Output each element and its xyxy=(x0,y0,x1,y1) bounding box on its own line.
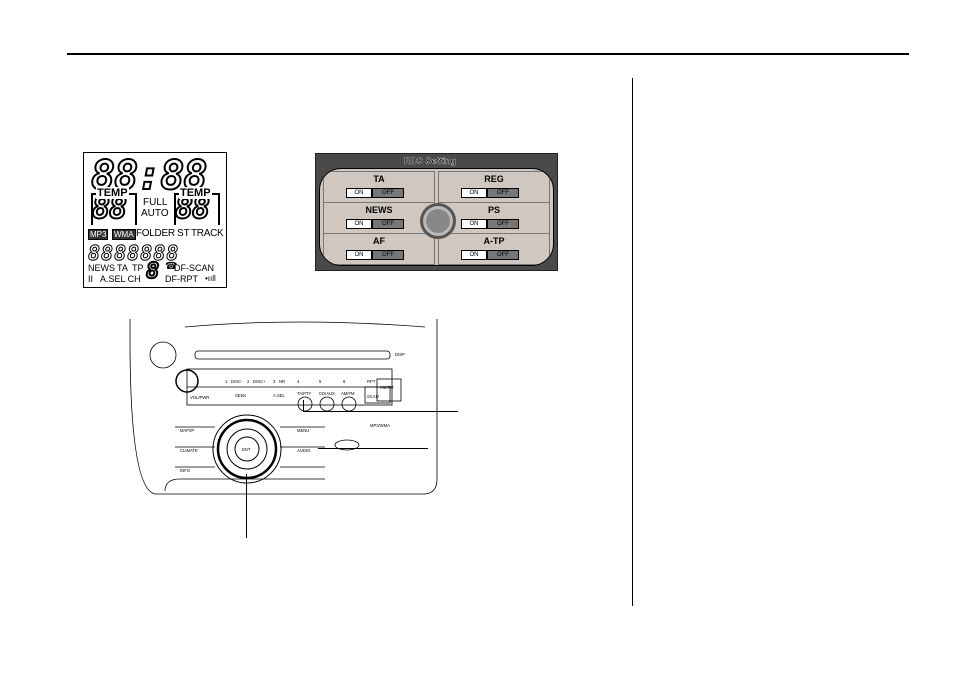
disc-minus-button[interactable]: DISC- xyxy=(231,379,243,384)
rds-title: RDS Setting xyxy=(404,156,457,166)
disc-plus-button[interactable]: DISC+ xyxy=(253,379,266,384)
temp-left-label: TEMP xyxy=(96,187,129,199)
preset-4-button[interactable]: 4 xyxy=(297,379,300,384)
menu-button[interactable]: MENU xyxy=(297,428,309,433)
ta-on-button[interactable]: ON xyxy=(346,188,372,198)
ps-off-button[interactable]: OFF xyxy=(487,219,519,229)
mp3-wma-logo: MP3/WMA xyxy=(370,423,390,428)
rds-cell-name: REG xyxy=(484,174,504,184)
climate-button[interactable]: CLIMATE xyxy=(180,448,198,453)
am-fm-button[interactable]: AM/FM xyxy=(341,391,355,396)
rds-setting-screen: RDS Setting TA ON OFF REG ON OFF NEWS ON… xyxy=(315,153,558,271)
rds-cell-name: A-TP xyxy=(483,236,505,246)
info-button[interactable]: INFO xyxy=(180,468,191,473)
preset-2-button[interactable]: 2 xyxy=(247,379,250,384)
pause-icon: II xyxy=(88,274,94,284)
preset-1-button[interactable]: 1 xyxy=(225,379,228,384)
news-on-button[interactable]: ON xyxy=(346,219,372,229)
rds-cell-ta[interactable]: TA ON OFF xyxy=(323,171,435,203)
track-indicator: TRACK xyxy=(191,228,224,239)
wma-indicator: WMA xyxy=(112,229,136,240)
asel-ch-indicator: A.SEL CH xyxy=(100,274,141,284)
lcd-full: FULL xyxy=(143,197,168,208)
audio-unit-drawing: DISP VOL/PWR 1 DISC- 2 DISC+ 3 NR 4 5 6 … xyxy=(129,319,438,495)
atp-off-button[interactable]: OFF xyxy=(487,250,519,260)
callout-pointer-ta-pty xyxy=(303,400,304,412)
unit-outline xyxy=(129,319,438,495)
atp-on-button[interactable]: ON xyxy=(461,250,487,260)
am-fm-tuner-button[interactable]: AM/FM xyxy=(380,385,394,390)
reg-off-button[interactable]: OFF xyxy=(487,188,519,198)
folder-indicator: FOLDER xyxy=(136,228,175,239)
callout-line-ta-pty xyxy=(303,411,458,412)
bell-icon: ☎ xyxy=(165,261,178,272)
enter-button[interactable]: ENT xyxy=(242,447,251,452)
ps-on-button[interactable]: ON xyxy=(461,219,487,229)
af-off-button[interactable]: OFF xyxy=(372,250,404,260)
scan-button[interactable]: SCAN xyxy=(367,394,379,399)
seek-button[interactable]: SEEK xyxy=(235,393,246,398)
preset-5-button[interactable]: 5 xyxy=(319,379,322,384)
news-indicator: NEWS xyxy=(88,263,115,273)
mp3-indicator: MP3 xyxy=(88,229,109,240)
nr-button[interactable]: NR xyxy=(279,379,285,384)
rds-cell-name: NEWS xyxy=(365,205,393,215)
rds-selector-knob-icon xyxy=(420,203,456,239)
rds-frame: TA ON OFF REG ON OFF NEWS ON OFF PS ON O… xyxy=(319,168,554,266)
af-on-button[interactable]: ON xyxy=(346,250,372,260)
map-button[interactable]: MAP/IP xyxy=(180,428,194,433)
vol-knob[interactable]: VOL/PWR xyxy=(190,395,209,400)
audio-button[interactable]: AUDIO xyxy=(297,448,311,453)
ta-indicator: TA xyxy=(117,263,128,273)
lcd-display-figure: 88:88 88 88 TEMP TEMP FULL AUTO MP3 WMA … xyxy=(83,152,227,288)
lcd-text-segments: 8888888 xyxy=(87,241,180,266)
rds-cell-af[interactable]: AF ON OFF xyxy=(323,233,435,265)
df-scan-indicator: DF-SCAN xyxy=(174,263,214,273)
callout-line-selector-knob xyxy=(246,474,247,538)
stereo-indicator: ST xyxy=(177,228,190,239)
a-sel-button[interactable]: A.SEL xyxy=(273,393,286,398)
rds-cell-news[interactable]: NEWS ON OFF xyxy=(323,202,435,234)
top-rule xyxy=(67,53,909,55)
temp-right-label: TEMP xyxy=(179,187,212,199)
rds-cell-name: AF xyxy=(373,236,385,246)
callout-line-audio xyxy=(318,448,428,449)
column-divider xyxy=(632,78,633,606)
preset-6-button[interactable]: 6 xyxy=(343,379,346,384)
lcd-auto: AUTO xyxy=(141,208,169,219)
ta-pty-button[interactable]: TA/PTY xyxy=(297,391,312,396)
signal-strength-icon: •ııll xyxy=(205,274,216,283)
news-off-button[interactable]: OFF xyxy=(372,219,404,229)
channel-digit: 8 xyxy=(145,258,160,285)
tp-indicator: TP xyxy=(132,263,144,273)
cd-aux-button[interactable]: CD/AUX xyxy=(319,391,335,396)
rds-cell-name: TA xyxy=(373,174,385,184)
rds-cell-reg[interactable]: REG ON OFF xyxy=(438,171,550,203)
rds-cell-name: PS xyxy=(487,205,500,215)
rds-cell-atp[interactable]: A-TP ON OFF xyxy=(438,233,550,265)
reg-on-button[interactable]: ON xyxy=(461,188,487,198)
preset-3-button[interactable]: 3 xyxy=(273,379,276,384)
ta-off-button[interactable]: OFF xyxy=(372,188,404,198)
df-rpt-indicator: DF-RPT xyxy=(165,274,198,284)
disp-button[interactable]: DISP xyxy=(395,352,405,357)
rpt-button[interactable]: RPT xyxy=(367,379,376,384)
